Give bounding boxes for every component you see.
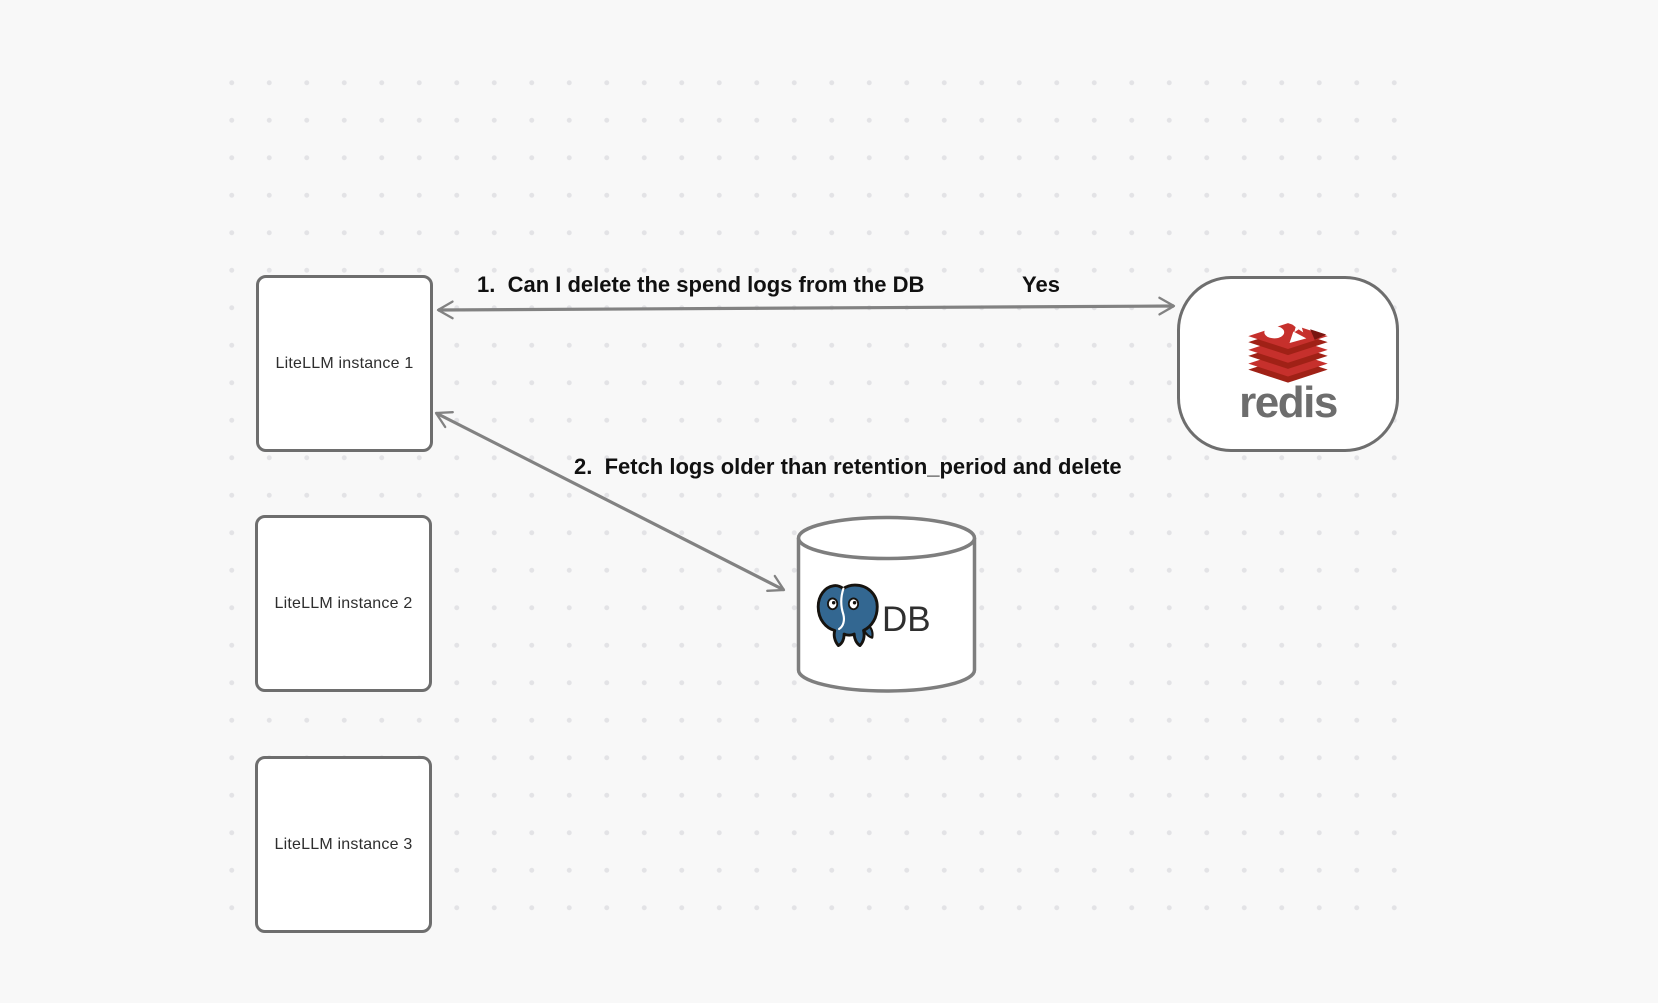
edge-1-label: 1. Can I delete the spend logs from the …: [477, 272, 925, 297]
node-litellm-instance-2[interactable]: LiteLLM instance 2: [255, 515, 432, 692]
node-litellm-instance-1[interactable]: LiteLLM instance 1: [256, 275, 433, 452]
database-cylinder-icon: [796, 515, 977, 693]
redis-stack-icon: [1248, 318, 1328, 383]
postgresql-elephant-icon: [816, 583, 879, 648]
node-label: LiteLLM instance 2: [274, 594, 413, 612]
edge-litellm-db-arrow[interactable]: [434, 411, 786, 592]
node-redis[interactable]: redis: [1177, 276, 1399, 452]
node-db[interactable]: DB: [795, 514, 978, 696]
edge-2-label: 2. Fetch logs older than retention_perio…: [574, 454, 1122, 479]
node-label: LiteLLM instance 3: [274, 835, 413, 853]
redis-wordmark: redis: [1239, 378, 1338, 427]
edge-1-response-label: Yes: [1022, 272, 1060, 297]
db-label: DB: [882, 600, 931, 639]
edge-litellm-redis-arrow[interactable]: [436, 296, 1176, 320]
node-litellm-instance-3[interactable]: LiteLLM instance 3: [255, 756, 432, 933]
node-label: LiteLLM instance 1: [275, 354, 414, 372]
